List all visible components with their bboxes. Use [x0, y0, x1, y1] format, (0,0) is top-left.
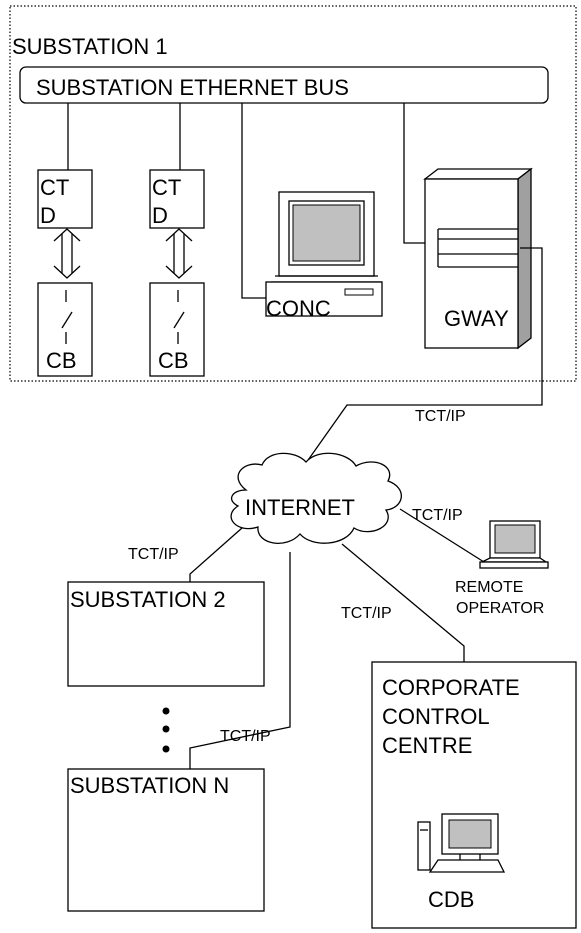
internet-label: INTERNET	[245, 495, 355, 520]
cdb-label: CDB	[428, 887, 474, 912]
substation1-title: SUBSTATION 1	[12, 34, 168, 59]
device1-switch-icon	[61, 290, 73, 344]
substation1-boundary	[9, 5, 577, 382]
laptop-icon	[479, 520, 549, 569]
conc-computer-icon	[265, 191, 383, 317]
device2-ctd-box	[149, 169, 205, 229]
gateway-link-label: TCT/IP	[415, 408, 466, 425]
ellipsis-dots	[162, 707, 170, 753]
substation2-internet-link	[189, 527, 243, 582]
device2-cb-box	[149, 282, 205, 377]
corporate-box	[371, 661, 577, 929]
ethernet-bus-label: SUBSTATION ETHERNET BUS	[36, 75, 349, 100]
remote-link-label: TCT/IP	[412, 507, 463, 524]
ethernet-bus	[19, 66, 549, 104]
device1-cb-box	[37, 282, 93, 377]
substationN-box	[67, 768, 265, 912]
device2-switch-icon	[173, 290, 185, 344]
substationN-internet-link	[189, 552, 291, 769]
conc-label: CONC	[266, 296, 331, 321]
corporate-link-label: TCT/IP	[341, 605, 392, 622]
internet-cloud	[230, 452, 402, 544]
gateway-label: GWAY	[444, 306, 509, 331]
device1-link-arrow	[53, 228, 81, 279]
device2-link-arrow	[165, 228, 193, 279]
remote-internet-link	[399, 508, 485, 563]
device1-ctd-box	[37, 169, 93, 229]
substation2-box	[67, 581, 265, 687]
device2-cb-label: CB	[158, 348, 189, 373]
conc-bus-link	[241, 103, 266, 299]
substation2-title: SUBSTATION 2	[70, 587, 226, 612]
device2-ctd-bottom: D	[152, 203, 168, 228]
cdb-computer-icon	[417, 813, 506, 873]
corporate-line1: CORPORATE	[382, 675, 520, 700]
device1-ctd-bottom: D	[40, 203, 56, 228]
substationN-title: SUBSTATION N	[70, 773, 229, 798]
remote-operator-line1: REMOTE	[455, 579, 523, 596]
gateway-internet-link	[305, 247, 543, 464]
substationN-link-label: TCT/IP	[220, 728, 271, 745]
device2-ctd-top: CT	[152, 175, 181, 200]
substation2-link-label: TCT/IP	[128, 546, 179, 563]
device1-cb-label: CB	[46, 348, 77, 373]
remote-operator-line2: OPERATOR	[456, 600, 544, 617]
device1-ctd-top: CT	[40, 175, 69, 200]
corporate-line3: CENTRE	[382, 733, 472, 758]
gateway-bus-link	[403, 103, 427, 244]
corporate-internet-link	[341, 543, 465, 662]
corporate-line2: CONTROL	[382, 704, 490, 729]
gateway-server-icon	[423, 167, 533, 350]
